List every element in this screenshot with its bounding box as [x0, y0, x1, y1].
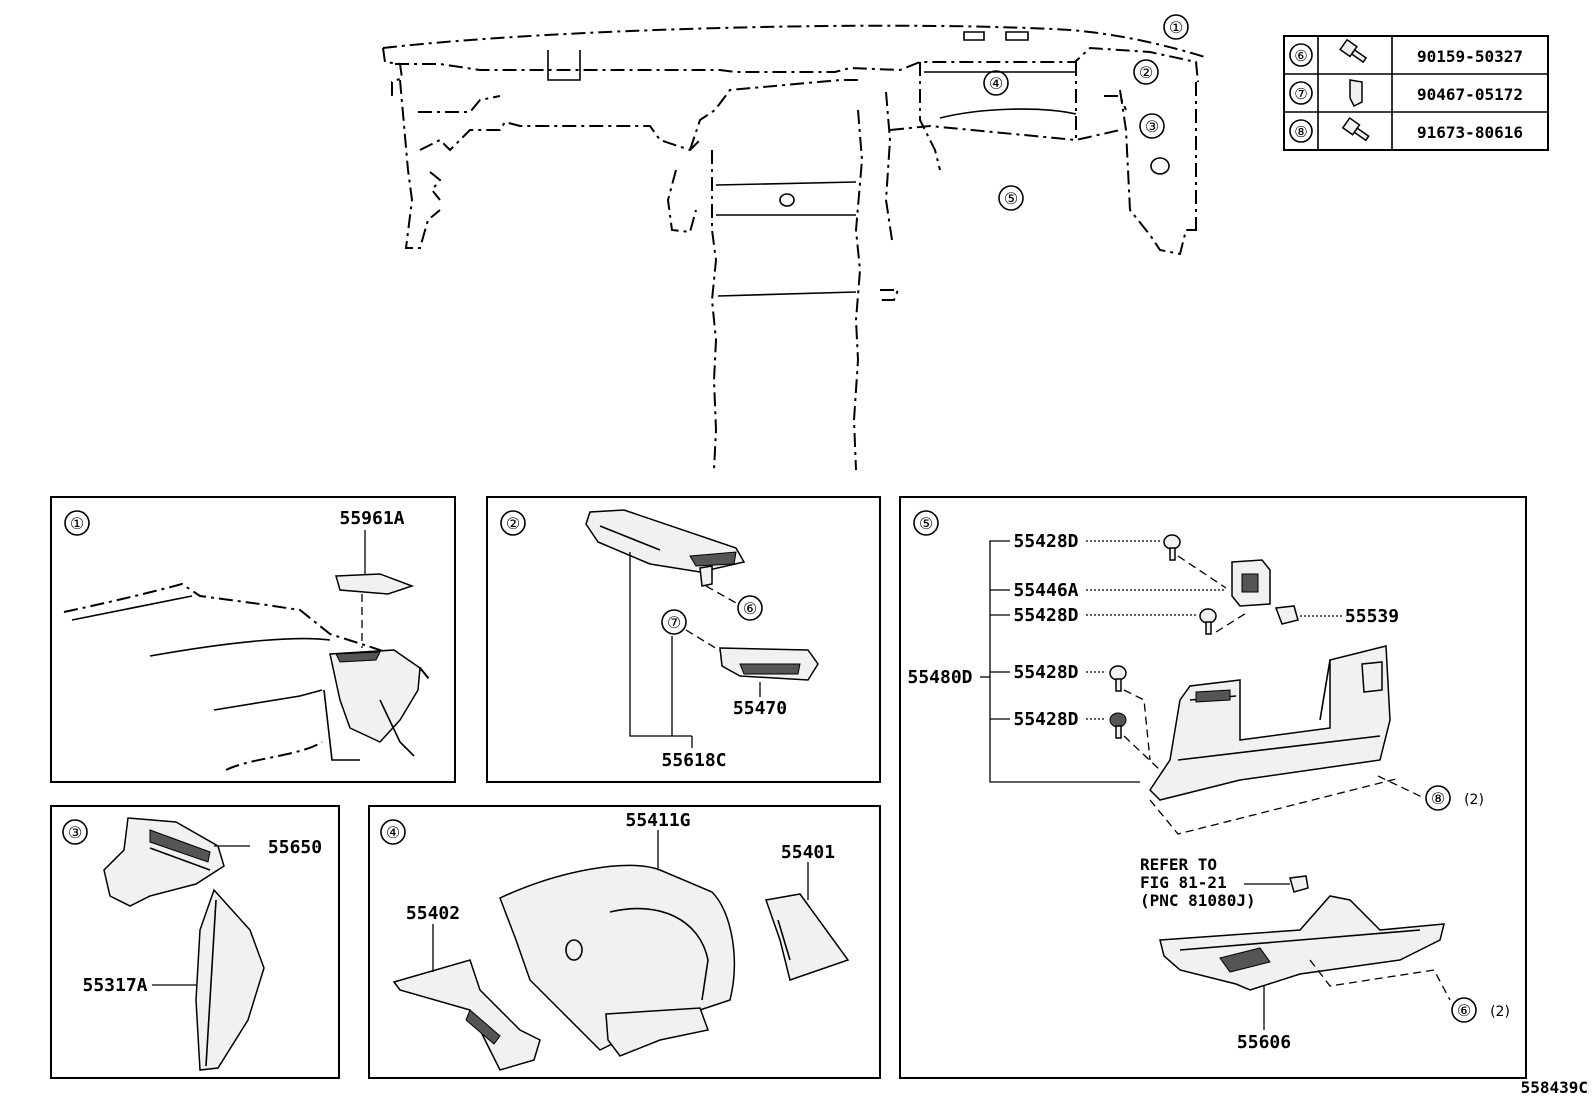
part-label-55606: 55606	[1237, 1032, 1291, 1053]
part-label-55428D: 55428D	[1013, 662, 1078, 683]
part-label-55401: 55401	[781, 842, 835, 863]
svg-text:③: ③	[68, 823, 82, 842]
callout-4: ④	[983, 70, 1009, 96]
detail-panel-4: ④ 55411G 55401 55402	[368, 805, 881, 1079]
svg-text:④: ④	[989, 74, 1003, 93]
callout-5: ⑤	[998, 185, 1024, 211]
svg-text:⑥: ⑥	[1457, 1001, 1471, 1020]
lower-panel-trim	[392, 959, 541, 1071]
svg-text:⑥: ⑥	[1294, 47, 1307, 65]
part-label-55650: 55650	[268, 837, 322, 858]
part-number: 91673-80616	[1417, 123, 1523, 142]
svg-text:⑦: ⑦	[1294, 85, 1307, 103]
part-label-55961A: 55961A	[339, 508, 404, 529]
table-row: ⑥ 90159-50327	[1289, 38, 1523, 67]
screw-icon	[1109, 712, 1127, 739]
fastener-parts-table: ⑥ 90159-50327 ⑦ 90467-05172 ⑧ 91673-8061…	[1283, 35, 1549, 151]
part-label-55411G: 55411G	[625, 810, 690, 831]
refer-note-line-3: (PNC 81080J)	[1140, 891, 1256, 910]
svg-text:③: ③	[1145, 117, 1159, 136]
svg-text:⑦: ⑦	[667, 613, 681, 632]
svg-text:①: ①	[1169, 18, 1183, 37]
part-label-55428D: 55428D	[1013, 709, 1078, 730]
instrument-lower-panel	[1149, 645, 1391, 801]
svg-text:⑧: ⑧	[1294, 123, 1307, 141]
part-label-55618C: 55618C	[661, 750, 726, 771]
screw-icon	[1199, 608, 1217, 635]
detail-panel-1: ① 55961A	[50, 496, 456, 783]
callout-3: ③	[1139, 113, 1165, 139]
svg-text:②: ②	[1139, 63, 1153, 82]
part-label-55317A: 55317A	[82, 975, 147, 996]
screw-icon	[1109, 665, 1127, 692]
clip-55539	[1274, 605, 1299, 625]
detail-panel-5: ⑤ 55480D 55428D 55446A 55428D 55428D 554…	[899, 496, 1527, 1079]
svg-text:⑤: ⑤	[1004, 189, 1018, 208]
detail-panel-3: ③ 55650 55317A	[50, 805, 340, 1079]
quantity-label: (2)	[1490, 1004, 1510, 1020]
quantity-label: (2)	[1464, 792, 1484, 808]
svg-text:⑥: ⑥	[743, 599, 757, 618]
table-row: ⑦ 90467-05172	[1289, 79, 1523, 108]
side-panel-trim	[195, 888, 265, 1071]
part-label-55446A: 55446A	[1013, 580, 1078, 601]
part-label-55428D: 55428D	[1013, 605, 1078, 626]
side-register-vent	[103, 817, 225, 907]
part-label-55539: 55539	[1345, 606, 1399, 627]
table-row: ⑧ 91673-80616	[1289, 116, 1523, 143]
svg-text:②: ②	[506, 514, 520, 533]
screw-icon	[1163, 534, 1181, 561]
diagram-id: 558439C	[1521, 1078, 1588, 1097]
refer-note-line-1: REFER TO	[1140, 855, 1217, 874]
part-number: 90467-05172	[1417, 85, 1523, 104]
instrument-panel-overview: ① ② ③ ④ ⑤	[382, 14, 1209, 471]
svg-text:④: ④	[386, 823, 400, 842]
part-label-55480D: 55480D	[907, 667, 972, 688]
callout-2: ②	[1133, 59, 1159, 85]
bolt-icon	[1341, 116, 1370, 142]
clip-icon	[1349, 79, 1363, 108]
bolt-icon	[1339, 38, 1368, 64]
side-vent-grille	[335, 573, 415, 595]
callout-1: ①	[1163, 14, 1189, 40]
svg-text:⑧: ⑧	[1431, 789, 1445, 808]
part-label-55402: 55402	[406, 903, 460, 924]
refer-note-line-2: FIG 81-21	[1140, 873, 1227, 892]
glove-box-side-trim	[765, 893, 850, 981]
under-cover	[1159, 895, 1445, 991]
detail-panel-2: ② ⑥ ⑦ 55470 55618C	[486, 496, 881, 783]
svg-text:①: ①	[70, 514, 84, 533]
part-label-55470: 55470	[733, 698, 787, 719]
part-number: 90159-50327	[1417, 47, 1523, 66]
part-label-55428D: 55428D	[1013, 531, 1078, 552]
svg-text:⑤: ⑤	[919, 514, 933, 533]
